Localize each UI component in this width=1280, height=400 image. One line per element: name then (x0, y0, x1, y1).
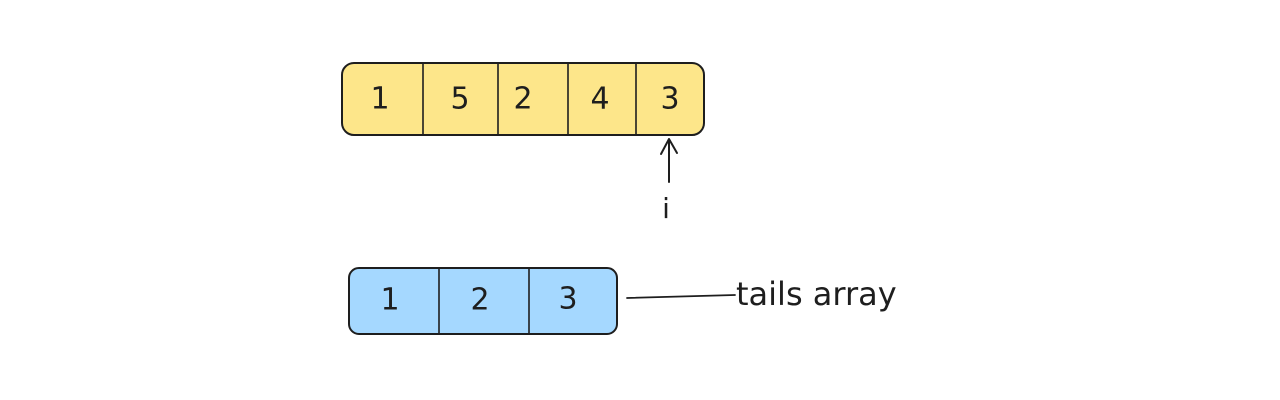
input-array-cell: 4 (590, 82, 609, 117)
tails-array-cell: 3 (558, 282, 577, 317)
input-array-cell: 1 (370, 82, 389, 117)
tails-array-label: tails array (736, 275, 897, 313)
pointer-label: i (662, 192, 670, 225)
input-array-box (341, 62, 705, 136)
input-array-cell: 2 (513, 82, 532, 117)
input-array-cell: 5 (450, 82, 469, 117)
tails-array-annotation: tails array (626, 275, 897, 313)
tails-array: 1 2 3 (348, 267, 618, 335)
tails-array-box (348, 267, 618, 335)
arrow-up-icon (660, 138, 678, 183)
pointer: i (660, 138, 678, 225)
input-array-cell: 3 (660, 82, 679, 117)
tails-array-cell: 2 (470, 283, 489, 318)
annotation-connector-line (626, 294, 736, 299)
tails-array-cell: 1 (380, 283, 399, 318)
input-array: 1 5 2 4 3 (341, 62, 705, 136)
